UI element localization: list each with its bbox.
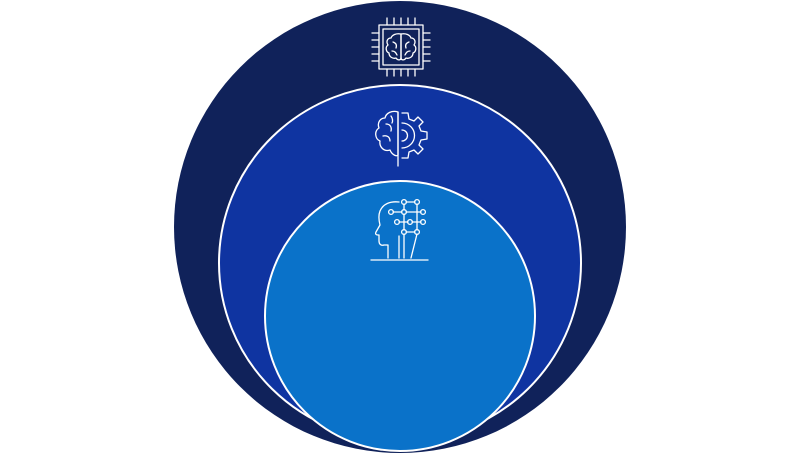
brain-gear-icon	[375, 110, 428, 167]
head-neural-net-icon	[370, 198, 429, 261]
inner-circle	[264, 180, 536, 452]
ai-chip-brain-icon	[371, 17, 431, 77]
